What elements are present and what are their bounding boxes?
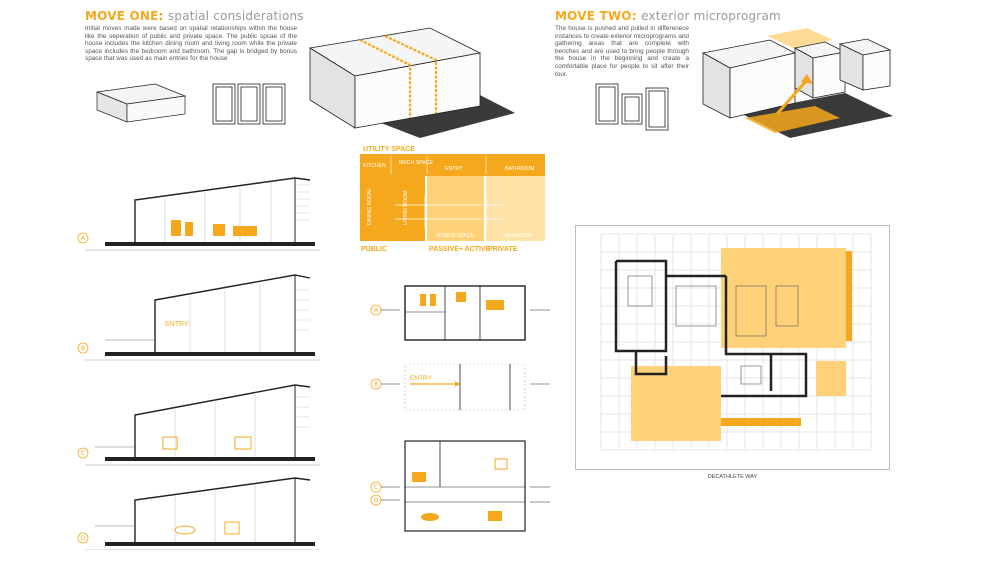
bench-east [846,251,852,341]
cell-mech-space: MECH SPACE [399,160,433,166]
move-one-plan-outline [212,83,286,125]
move-one-divider-lines [359,35,438,118]
house-walls [614,259,808,398]
move-one-small-massing [95,83,187,123]
cell-kitchen: KITCHEN [363,163,386,169]
deck-north-east [721,248,846,348]
section-b-entry-label: ENTRY [165,321,189,328]
move-two-plan-outline [595,83,669,131]
section-a: A [77,177,320,251]
site-plan-caption: DECATHLETE WAY [707,474,758,480]
move-one-massing-diagram [308,27,515,138]
move-two-heading: MOVE TWO: exterior microprogram [555,9,781,23]
move-two-heading-accent: MOVE TWO: [555,9,637,23]
move-two-massing-diagram [701,28,893,138]
private-zone [486,176,545,241]
move-one-heading-accent: MOVE ONE: [85,9,164,23]
section-b: ENTRY B [77,274,320,361]
label-public: PUBLIC [361,246,387,253]
plan-b-entry-label: ENTRY [410,375,433,382]
cell-bedroom: BEDROOM [505,233,532,239]
section-c-marker: C [81,450,85,457]
building-sections: A ENTRY B [77,177,320,550]
cell-living-room: LIVING ROOM [403,190,409,225]
cell-dining-room: DINING ROOM [367,189,373,225]
passive-active-zone [427,176,484,241]
move-two-ground-plane [745,106,840,133]
plan-d-marker: D [374,497,379,504]
program-title: UTILITY SPACE [363,146,415,153]
site-plan-frame: DECATHLETE WAY [575,225,890,478]
move-one-description: Initial moves made were based on spatial… [85,25,297,63]
move-one-heading: MOVE ONE: spatial considerations [85,9,304,23]
program-diagram: UTILITY SPACE KITCHEN MECH SPACE ENTRY B… [360,146,545,253]
deck-east [816,361,846,396]
move-one-diagrams [95,83,286,125]
move-two-heading-rest: exterior microprogram [641,9,781,23]
section-d: D [77,477,320,550]
plan-cd: C D [370,440,550,532]
plan-b: ENTRY B [370,363,550,411]
section-a-marker: A [81,235,86,242]
cell-entry: ENTRY [445,166,463,172]
label-private: PRIVATE [488,246,518,253]
move-one-heading-rest: spatial considerations [167,9,304,23]
connection-arrows [395,195,505,229]
cell-bonus-space: BONUS SPACE [437,233,475,239]
plan-a: A [370,285,550,341]
site-plan: DECATHLETE WAY [600,233,872,478]
move-two-push-arrow [775,74,813,115]
move-two-description: The house is pushed and pulled in differ… [555,25,689,78]
public-zone [360,176,425,241]
section-d-marker: D [81,535,86,542]
label-passive-active: PASSIVE+ ACTIVE [429,246,491,253]
partial-plans: A ENTRY B C D [370,285,550,532]
deck-south-west [631,366,721,441]
bench-south [721,418,801,426]
cell-bathroom: BATHROOM [505,166,535,172]
section-b-marker: B [81,345,85,352]
plan-c-marker: C [374,484,378,491]
utility-band [360,154,545,176]
section-c: C [77,384,320,466]
interior-furniture [627,275,799,385]
plan-a-marker: A [374,307,379,314]
plan-b-marker: B [374,381,378,388]
